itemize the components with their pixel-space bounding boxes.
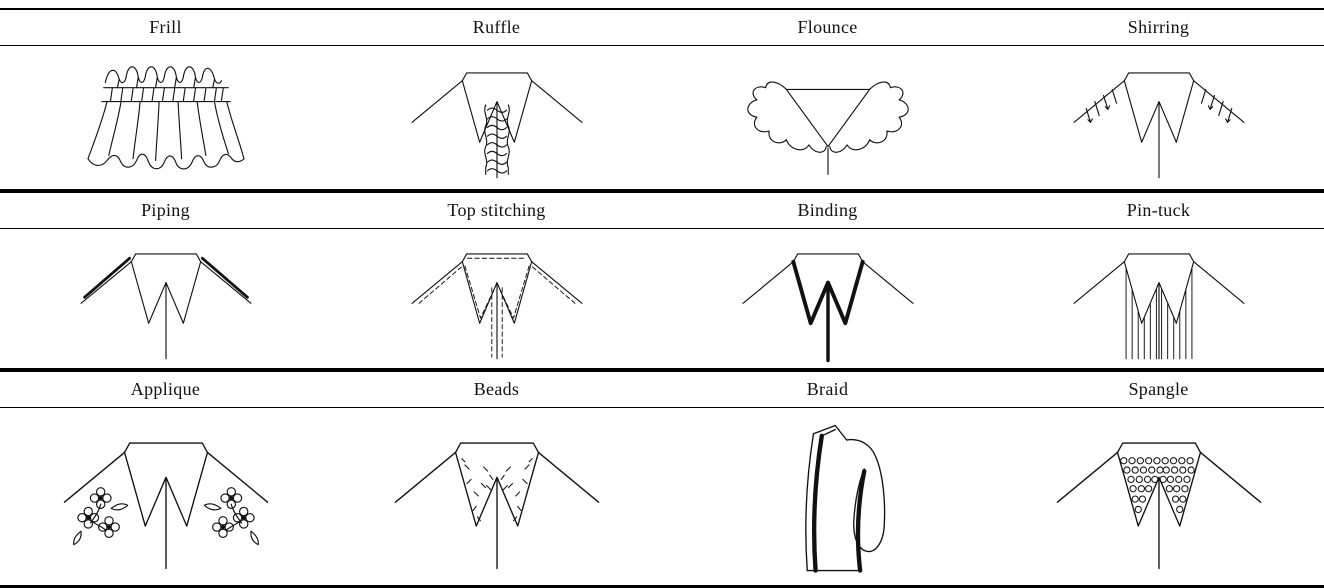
column-header-top-stitching: Top stitching bbox=[447, 200, 546, 220]
frill-cell bbox=[0, 46, 331, 189]
column-header-beads: Beads bbox=[473, 379, 520, 399]
column-header-applique: Applique bbox=[130, 379, 201, 399]
applique-illustration bbox=[63, 441, 268, 569]
piping-illustration bbox=[80, 252, 251, 359]
beads-illustration bbox=[394, 441, 599, 569]
shirring-cell bbox=[993, 46, 1324, 189]
column-header-pin-tuck: Pin-tuck bbox=[1126, 200, 1191, 220]
beads-cell bbox=[331, 408, 662, 585]
column-header-shirring: Shirring bbox=[1127, 17, 1190, 37]
top-stitching-cell bbox=[331, 229, 662, 368]
spangle-illustration bbox=[1056, 441, 1261, 569]
image-row-1 bbox=[0, 46, 1324, 189]
garment-detail-table: Frill Ruffle Flounce Shirring bbox=[0, 8, 1324, 588]
spangle-cell bbox=[993, 408, 1324, 585]
pin-tuck-cell bbox=[993, 229, 1324, 368]
column-header-spangle: Spangle bbox=[1128, 379, 1189, 399]
header-row-3: Applique Beads Braid Spangle bbox=[0, 372, 1324, 408]
image-row-3 bbox=[0, 408, 1324, 585]
applique-cell bbox=[0, 408, 331, 585]
piping-cell bbox=[0, 229, 331, 368]
top-stitching-illustration bbox=[411, 252, 582, 359]
column-header-piping: Piping bbox=[141, 200, 190, 220]
pin-tuck-illustration bbox=[1073, 252, 1244, 359]
column-header-flounce: Flounce bbox=[797, 17, 858, 37]
table-section-2: Piping Top stitching Binding Pin-tuck bbox=[0, 193, 1324, 372]
flounce-illustration bbox=[746, 80, 909, 175]
ruffle-cell bbox=[331, 46, 662, 189]
frill-illustration bbox=[86, 65, 245, 169]
binding-illustration bbox=[742, 252, 913, 362]
shirring-illustration bbox=[1073, 71, 1244, 178]
column-header-braid: Braid bbox=[806, 379, 849, 399]
image-row-2 bbox=[0, 229, 1324, 368]
ruffle-illustration bbox=[411, 71, 582, 178]
header-row-1: Frill Ruffle Flounce Shirring bbox=[0, 10, 1324, 46]
braid-illustration bbox=[804, 424, 885, 573]
column-header-ruffle: Ruffle bbox=[472, 17, 521, 37]
table-section-3: Applique Beads Braid Spangle bbox=[0, 372, 1324, 585]
header-row-2: Piping Top stitching Binding Pin-tuck bbox=[0, 193, 1324, 229]
binding-cell bbox=[662, 229, 993, 368]
column-header-frill: Frill bbox=[149, 17, 182, 37]
flounce-cell bbox=[662, 46, 993, 189]
column-header-binding: Binding bbox=[797, 200, 858, 220]
table-section-1: Frill Ruffle Flounce Shirring bbox=[0, 10, 1324, 193]
braid-cell bbox=[662, 408, 993, 585]
